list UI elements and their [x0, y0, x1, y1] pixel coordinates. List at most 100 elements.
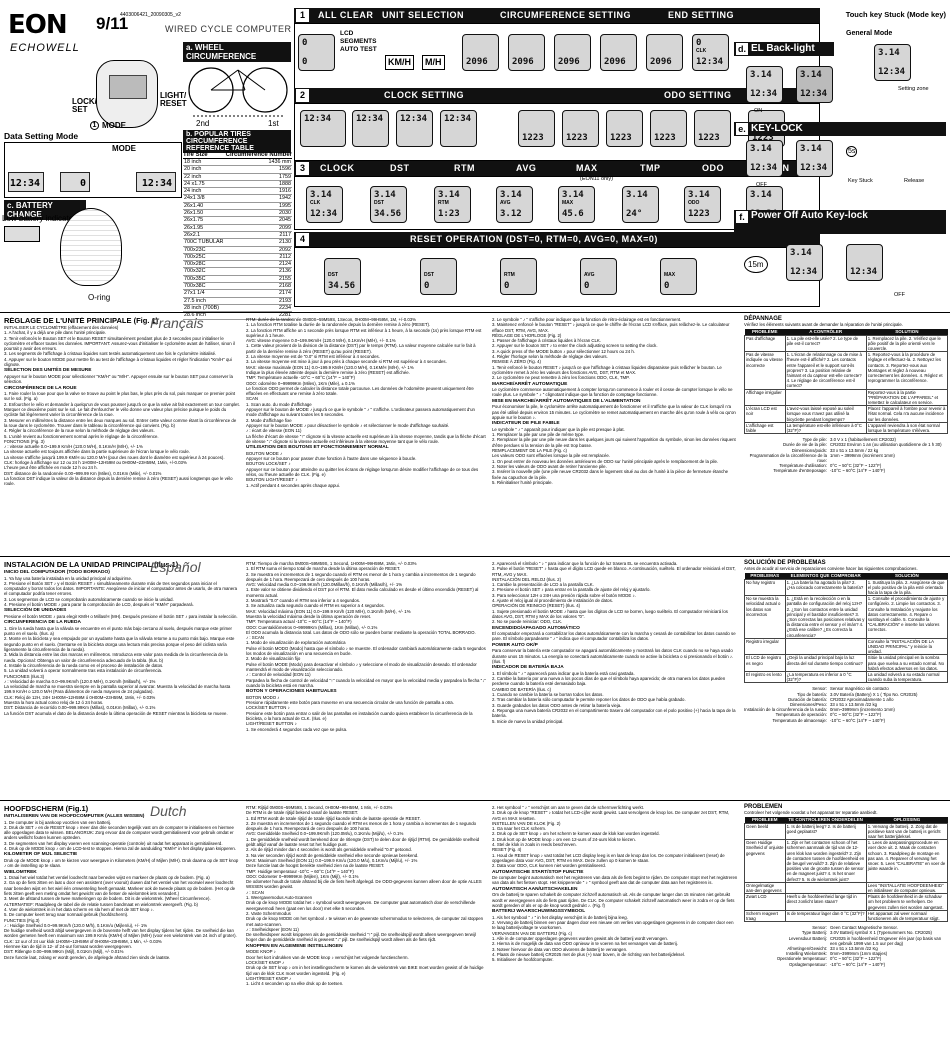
paragraph: AVG: Gemiddelde Snelheid 0.0~199.9Km/h (… [246, 831, 404, 837]
paragraph: 2. Tenir enfoncés le Bouton SET et le Bo… [4, 335, 235, 352]
paragraph: 5. La unidad volverá a operar normalment… [4, 668, 163, 674]
paragraph: Parpadea la flecha de control de velocid… [246, 677, 486, 688]
paragraph: ♪ : Snelheidspeer (EON 11) [246, 926, 299, 932]
paragraph: 1. De gemiddelde snelheid wordt berekend… [246, 836, 480, 848]
subheading: INDICATEUR DE PILE FAIBLE [492, 421, 560, 427]
paragraph: BOUTON LIGHT/RESET ♪ [246, 477, 298, 483]
paragraph: 2. Mode d'affichage fixe [246, 417, 292, 423]
mh-option: M/H [422, 55, 445, 70]
subheading: INICIO DEL COMPUTADOR (TODO BORRADO) [4, 570, 110, 575]
paragraph: 2. Het symbool " ♪ " verschijnt om aan t… [492, 805, 645, 810]
el-on-label: ON [754, 108, 763, 114]
paragraph: Om de batterij te sparen schakelt de com… [492, 892, 735, 908]
paragraph: RTM: Rijtijd 0M00S~59M59S, 1 Second, 0H0… [246, 805, 393, 810]
paragraph: ♪ : vitesse actuelle 0.0~199.9 Km/H (120… [4, 444, 143, 450]
subheading: BOTON Y OPERACIONES HABITUALES [246, 689, 337, 695]
circumference-setting-title: CIRCUMFERENCE SETTING [500, 10, 632, 20]
spec-row: Instelling Wielomtrek:0mm~3999mm (1mm st… [786, 951, 888, 957]
paragraph: ♪ : SCAN [246, 889, 264, 895]
battery-cover-drawing [60, 208, 122, 286]
lcd-circ-5: 2096 [646, 34, 683, 71]
paragraph: 2. Vervang de batterij binnen een paar d… [492, 920, 734, 931]
spec-row: Sensor:Geen Contact Magnetische Sensor. [812, 925, 898, 931]
strip-2: 2 CLOCK SETTING ODO SETTING [294, 88, 820, 103]
subheading: KNOPPEN EN ALGEMENE INSTELLINGEN [246, 943, 343, 949]
paragraph: 1. Scan auto. du mode d'affichage [246, 401, 312, 407]
paragraph: REMISE À ZÉRO (Fig. 4) [492, 359, 541, 365]
paragraph: INSTALACIÓN DEL RELOJ (Ilus. 2) [492, 576, 562, 582]
all-clear-title: ALL CLEAR [318, 10, 374, 20]
specifications: Sensor:Geen Contact Magnetische Sensor.T… [744, 925, 948, 967]
paragraph: ODO: Cuentakilómetros 0~99999Km (Millas)… [246, 624, 378, 630]
low-battery-lcd [4, 226, 40, 242]
paragraph: ♪ : SCAN [246, 635, 264, 641]
paragraph: 2. Se muestra en incrementos de 1 segund… [246, 571, 476, 582]
paragraph: 3. Guarde grabados los datos ODO antes d… [492, 702, 622, 708]
paragraph: 2. Aparecerá el símbolo " ♪ " para indic… [492, 561, 678, 566]
subheading: INITIALISEREN VAN DE HOOFDCOMPUTER (ALLE… [4, 814, 145, 819]
paragraph: RTM: durée de la randonnée 0M00S~59M59S,… [246, 317, 417, 322]
paragraph: RESET (Fig. 4) [492, 847, 522, 853]
paragraph: Pulse el botón MODE (Modo) para desactiv… [246, 661, 477, 672]
lcd-circ-3: 2096 [554, 34, 591, 71]
paragraph: 1. La fonction RTM totalise la durée de … [246, 322, 431, 328]
paragraph: Door het kort indrukken van de MODE knop… [246, 954, 409, 960]
paragraph: 3. A quick press of the MODE button ♪ po… [492, 348, 635, 354]
spec-row: Instalación de la circunferencia de la r… [744, 707, 895, 713]
paragraph: CLK: 12 uur of 24 uur klok 1H00M~12H59M … [4, 938, 162, 944]
section-title: RÉGLAGE DE L'UNITÉ PRINCIPALE (Fig. 1) [4, 317, 159, 325]
paragraph: Pulse el botón MODO (Modo) hasta que el … [246, 645, 486, 657]
paragraph: Indique la plus élevée atteinte depuis l… [246, 369, 410, 375]
paragraph: 1. Alle in de computer opgeslagen gegeve… [492, 936, 669, 942]
paragraph: Deze functie laat, zolang er wordt gered… [4, 954, 171, 960]
paragraph: 1. El símbolo " ♪ " aparecerá para indic… [492, 670, 635, 676]
paragraph: 3. Insérer la nouvelle pile (une pile ne… [492, 469, 729, 480]
paragraph: 2. Modo de visualización fijo [246, 656, 301, 662]
paragraph: Hiermee kan de tijd in 12- of 24-uur for… [4, 944, 132, 950]
five-second-icon: 5s [846, 146, 858, 157]
paragraph: 2. Tras cambiar la batería sólo computad… [492, 697, 686, 703]
low-battery-indicator-label: Low battery indicator [2, 214, 76, 223]
fn-clock: CLOCK [320, 163, 355, 173]
paragraph: FONCTIONS (Fig. 3) [4, 438, 45, 444]
spec-row: Température d'entreposage:-10°C ~ 60°C (… [773, 468, 886, 474]
strip-1: 1 ALL CLEAR UNIT SELECTION CIRCUMFERENCE… [294, 8, 820, 23]
paragraph: LIGHT/RESET KNOP ♪ [246, 975, 292, 981]
paragraph: Le fonction ODO permet de calculer la di… [246, 385, 474, 397]
paragraph: Appuyer sur ce bouton pour passer d'une … [246, 456, 417, 462]
paragraph: 2. La fonction RTM affiche un 1 seconde … [246, 327, 482, 338]
data-setting-mode-title: Data Setting Mode [4, 131, 79, 141]
lcd-circ-4: 2096 [600, 34, 637, 71]
paragraph: CLK: Reloj de 12H, 24H 1H00M~12H59M ó 0H… [4, 694, 156, 700]
paragraph: Pour économiser la pile, le cyclomètre a… [492, 404, 736, 420]
paragraph: La velocidad de marcha se muestra siempr… [4, 684, 231, 695]
paragraph: 3. Maintenez enfoncé le bouton "RESET" ♪… [492, 322, 730, 333]
paragraph: Presione este botón para entrar o salir … [246, 710, 473, 721]
paragraph: RÉGLAGE DE L'HORLOGE (Fig. 2) [492, 332, 562, 338]
first-mark-label: 1st [268, 119, 279, 128]
paragraph: ♪ : Huidige Snelheid 0.0~99.9Km/h (120.0… [4, 922, 148, 928]
paragraph: 2. Monte en la bicicleta y sea empujado … [4, 636, 235, 653]
paragraph: 4. Régler la circonférence de la roue se… [4, 428, 155, 434]
